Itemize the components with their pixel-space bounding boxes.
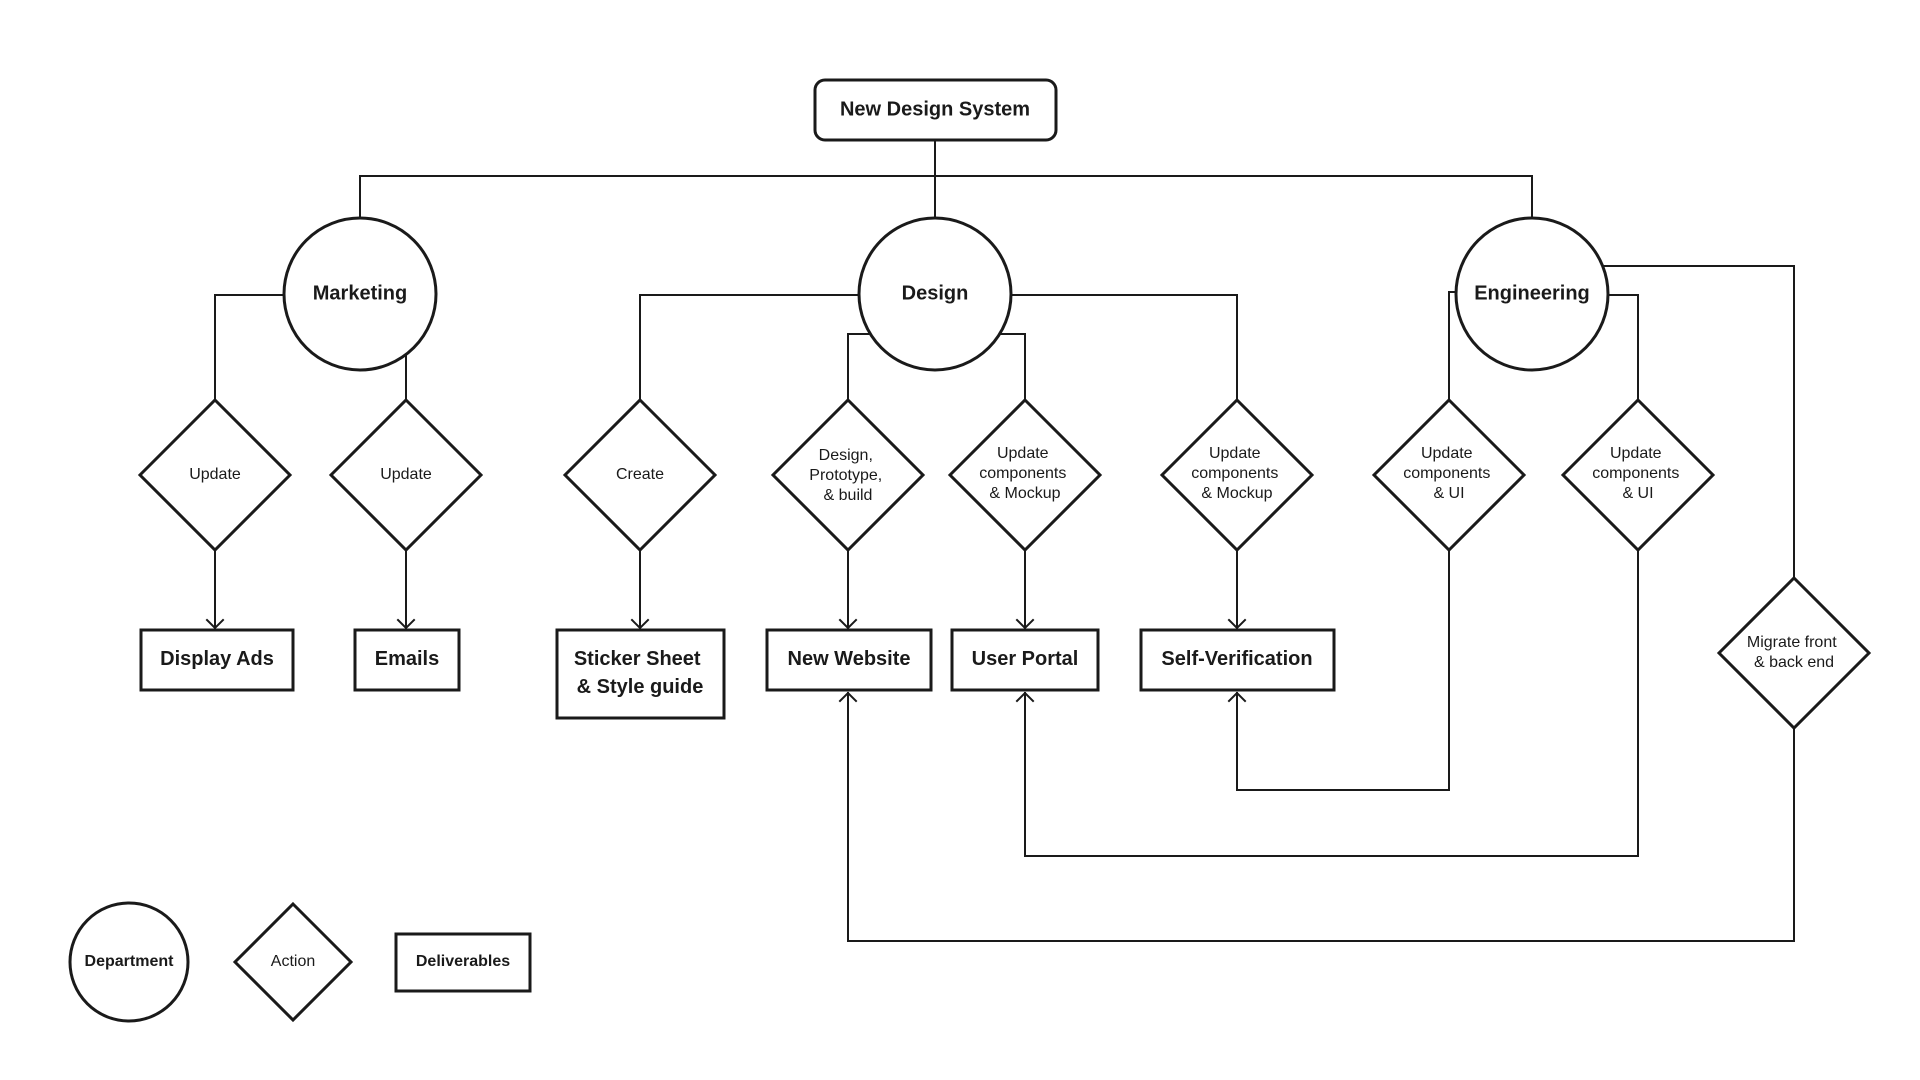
deliverable-label: Sticker Sheet & Style guide	[574, 648, 706, 698]
action-label: Update components & Mockup	[1191, 445, 1283, 502]
action-update-components-mockup-1: Update components & Mockup	[947, 397, 1103, 553]
deliverable-new-website: New Website	[765, 628, 933, 692]
connector-root-bus	[359, 175, 1533, 220]
connector-design-mockup-2	[1009, 294, 1238, 401]
department-marketing: Marketing	[282, 216, 438, 372]
deliverable-label: New Website	[788, 648, 911, 670]
connector-ui-1-verification	[1236, 549, 1450, 791]
deliverable-box	[353, 628, 461, 692]
deliverable-label: Emails	[375, 648, 439, 670]
action-diamond	[770, 397, 926, 553]
legend-department-circle	[68, 901, 190, 1023]
deliverable-label: Self-Verification	[1161, 648, 1312, 670]
legend: Department Action Deliverables	[68, 901, 532, 1023]
arrow-up-portal	[1015, 691, 1035, 703]
deliverable-box	[765, 628, 933, 692]
action-diamond	[1716, 575, 1872, 731]
root-node: New Design System	[813, 78, 1058, 142]
action-diamond	[328, 397, 484, 553]
action-diamond	[562, 397, 718, 553]
arrow-down-website	[838, 618, 858, 630]
connector-marketing-update-1	[214, 294, 286, 401]
action-update-2: Update	[328, 397, 484, 553]
action-diamond	[947, 397, 1103, 553]
department-circle	[1454, 216, 1610, 372]
deliverable-label: Display Ads	[160, 648, 274, 670]
deliverable-display-ads: Display Ads	[139, 628, 295, 692]
department-label-design: Design	[902, 282, 969, 304]
deliverable-self-verification: Self-Verification	[1139, 628, 1336, 692]
deliverable-box	[950, 628, 1100, 692]
deliverable-user-portal: User Portal	[950, 628, 1100, 692]
deliverable-box	[139, 628, 295, 692]
action-label: Update components & UI	[1592, 445, 1684, 502]
action-label: Update components & Mockup	[979, 445, 1071, 502]
legend-department-label: Department	[85, 953, 175, 970]
action-label: Update components & UI	[1403, 445, 1495, 502]
connector-design-mockup-1	[997, 333, 1026, 401]
legend-action-label: Action	[271, 953, 315, 970]
department-design: Design	[857, 216, 1013, 372]
arrow-down-emails	[396, 618, 416, 630]
action-diamond	[137, 397, 293, 553]
legend-deliverables-box	[394, 932, 532, 993]
action-diamond	[1560, 397, 1716, 553]
legend-department: Department	[68, 901, 190, 1023]
legend-deliverables: Deliverables	[394, 932, 532, 993]
department-circle	[857, 216, 1013, 372]
connector-design-create	[639, 294, 861, 401]
root-box	[813, 78, 1058, 142]
arrow-up-verification	[1227, 691, 1247, 703]
arrow-up-website	[838, 691, 858, 703]
root-label: New Design System	[840, 98, 1030, 120]
department-circle	[282, 216, 438, 372]
action-diamond	[1159, 397, 1315, 553]
deliverable-sticker-sheet: Sticker Sheet & Style guide	[555, 628, 726, 720]
connector-engineering-migrate	[1601, 265, 1795, 579]
connector-migrate-website	[847, 692, 1795, 942]
arrowheads	[205, 618, 1247, 703]
action-diamond	[1371, 397, 1527, 553]
arrow-down-portal	[1015, 618, 1035, 630]
connector-ui-2-portal	[1024, 549, 1639, 857]
department-label-marketing: Marketing	[313, 282, 407, 304]
deliverable-label: User Portal	[972, 648, 1079, 670]
deliverable-emails: Emails	[353, 628, 461, 692]
action-update-1: Update	[137, 397, 293, 553]
arrow-down-verification	[1227, 618, 1247, 630]
action-migrate-front-back-end: Migrate front & back end	[1716, 575, 1872, 731]
action-label: Update	[380, 466, 432, 483]
connectors	[214, 139, 1795, 942]
action-label: Design, Prototype, & build	[809, 447, 886, 504]
arrow-down-display-ads	[205, 618, 225, 630]
action-label: Update	[189, 466, 241, 483]
action-update-components-ui-2: Update components & UI	[1560, 397, 1716, 553]
deliverable-box	[1139, 628, 1336, 692]
action-create: Create	[562, 397, 718, 553]
action-update-components-ui-1: Update components & UI	[1371, 397, 1527, 553]
action-label: Create	[616, 466, 664, 483]
action-design-prototype-build: Design, Prototype, & build	[770, 397, 926, 553]
legend-deliverables-label: Deliverables	[416, 953, 510, 970]
legend-action: Action	[232, 901, 354, 1023]
action-update-components-mockup-2: Update components & Mockup	[1159, 397, 1315, 553]
deliverable-box	[555, 628, 726, 720]
connector-engineering-ui-2	[1606, 294, 1639, 401]
department-engineering: Engineering	[1454, 216, 1610, 372]
arrow-down-sticker	[630, 618, 650, 630]
legend-action-diamond	[232, 901, 354, 1023]
department-label-engineering: Engineering	[1474, 282, 1590, 304]
action-label: Migrate front & back end	[1747, 634, 1841, 671]
